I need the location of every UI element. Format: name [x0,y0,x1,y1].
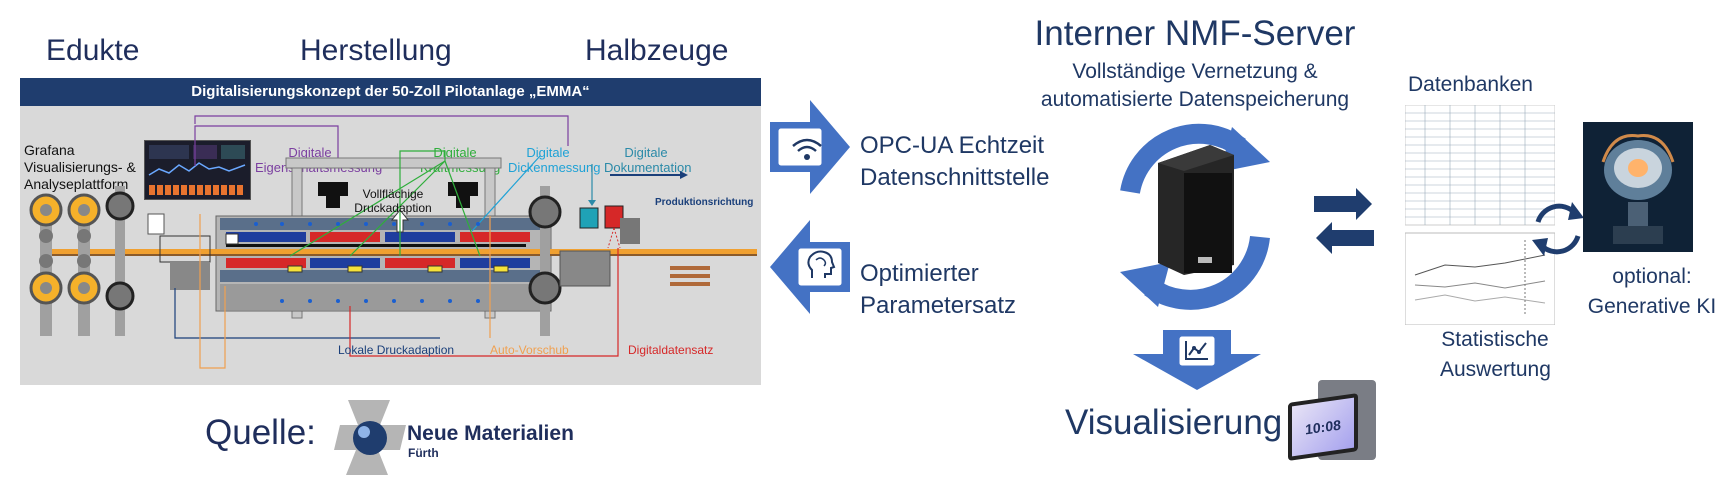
label-lokale-druckadaption: Lokale Druckadaption [338,343,455,357]
heading-halbzeuge: Halbzeuge [585,34,729,67]
org-city: Fürth [408,446,439,460]
grafana-dashboard-image [144,140,251,200]
chart-line-icon [1185,341,1208,360]
datenbanken-label: Datenbanken [1408,73,1533,96]
opc-ua-text: OPC-UA Echtzeit Datenschnittstelle [860,132,1050,191]
exchange-arrows-icon [1314,188,1374,254]
sync-cycle-icon [1120,123,1270,310]
label-auto-vorschub: Auto-Vorschub [490,343,569,357]
nmf-logo-icon [334,400,406,475]
statistische-auswertung-label: Statistische Auswertung [1440,328,1551,381]
label-dickenmessung: Digitale Dickenmessung [508,145,601,175]
brain-head-icon [807,250,836,278]
server-title: Interner NMF-Server [1034,14,1356,53]
plant-banner: Digitalisierungskonzept der 50-Zoll Pilo… [20,78,761,106]
cycle-arrows-icon [1532,202,1584,256]
visualisierung-label: Visualisierung [1065,403,1283,442]
wifi-icon [792,138,822,160]
grafana-label: Grafana Visualisierungs- & Analyseplattf… [24,142,136,192]
database-tables-image [1405,105,1555,325]
parameter-text: Optimierter Parametersatz [860,260,1017,319]
label-digitaldatensatz: Digitaldatensatz [628,343,714,357]
tablet-icon: 10:08 [1288,380,1380,461]
server-tower-icon [1158,145,1234,275]
tablet-clock: 10:08 [1292,397,1354,457]
plant-schematic [29,115,757,369]
server-subtitle: Vollständige Vernetzung & automatisierte… [1040,60,1350,111]
label-produktionsrichtung: Produktionsrichtung [655,197,754,208]
label-vollflaechig: Vollflächige Druckadaption [354,187,432,215]
generative-ai-image [1583,122,1693,252]
label-dokumentation: Digitale Dokumentation [604,145,692,175]
heading-edukte: Edukte [46,34,140,67]
source-label: Quelle: [205,413,316,452]
heading-herstellung: Herstellung [300,34,452,67]
org-name: Neue Materialien [407,422,574,445]
generative-ki-label: optional: Generative KI [1587,265,1717,318]
